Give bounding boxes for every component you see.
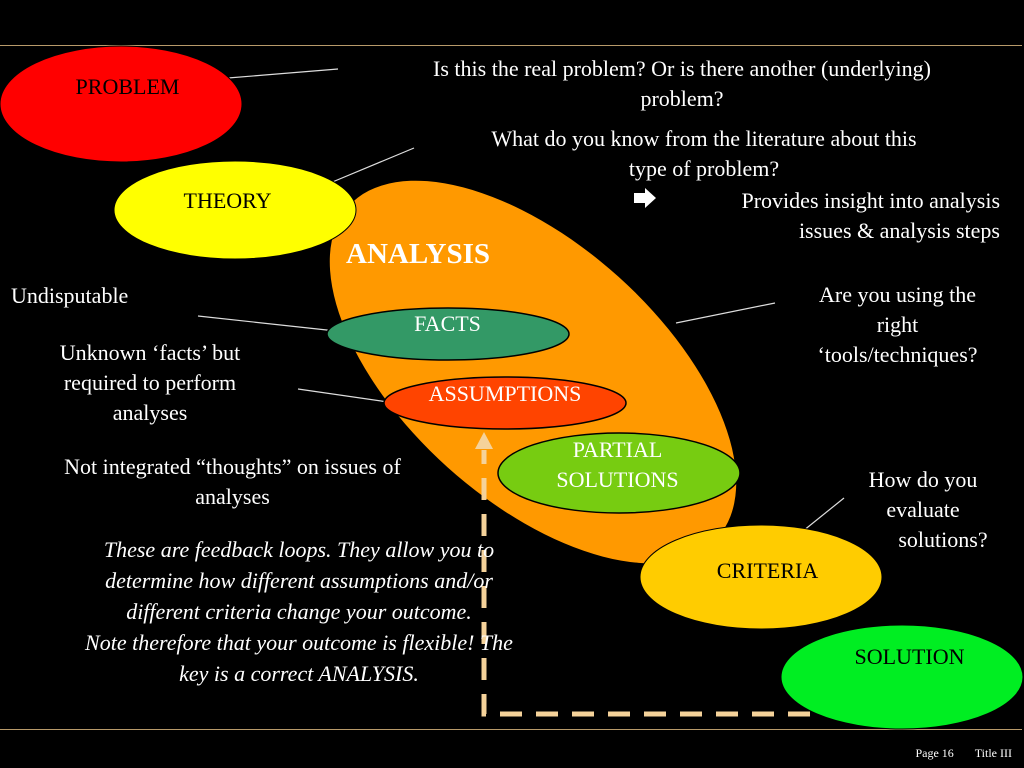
problem-ellipse (0, 45, 243, 163)
solution-ellipse (780, 624, 1024, 730)
theory-insight: Provides insight into analysis issues & … (741, 188, 1001, 243)
assumptions-ellipse (383, 376, 627, 430)
analysis-title: ANALYSIS (346, 238, 490, 270)
evaluate-annotation: How do you evaluate solutions? (868, 467, 988, 552)
assumptions-label: ASSUMPTIONS (428, 381, 582, 406)
solution-label: SOLUTION (854, 644, 965, 669)
tools-annotation: Are you using the right ‘tools/technique… (817, 282, 978, 367)
partial-solutions-label: PARTIAL SOLUTIONS (556, 437, 679, 492)
connector-tools (675, 302, 776, 324)
not-integrated-annotation: Not integrated “thoughts” on issues of a… (64, 454, 401, 509)
feedback-loop-path (481, 450, 810, 717)
criteria-ellipse (639, 524, 883, 630)
facts-ellipse (326, 307, 570, 361)
facts-label: FACTS (414, 311, 481, 336)
presentation-title: Title III (974, 746, 1012, 760)
problem-question: Is this the real problem? Or is there an… (433, 56, 931, 111)
theory-ellipse (113, 160, 357, 260)
partial-solutions-ellipse (497, 432, 741, 514)
connector-problem (227, 68, 339, 79)
theory-question: What do you know from the literature abo… (491, 126, 917, 181)
feedback-loop-arrowhead (475, 432, 493, 449)
unknown-facts-annotation: Unknown ‘facts’ but required to perform … (59, 340, 241, 425)
page-number: Page 16 (915, 746, 954, 760)
criteria-label: CRITERIA (716, 558, 819, 583)
right-arrow-icon (634, 188, 656, 208)
feedback-loop-note: These are feedback loops. They allow you… (85, 537, 513, 686)
connector-unknown-facts (297, 388, 389, 403)
slide-footer: Page 16 Title III (897, 746, 1012, 761)
theory-label: THEORY (183, 188, 272, 213)
problem-label: PROBLEM (75, 74, 180, 99)
connector-undisputable (197, 315, 337, 332)
slide-frame (0, 45, 1022, 730)
connector-theory (329, 147, 415, 184)
connector-evaluate (802, 497, 845, 532)
undisputable-annotation: Undisputable (11, 283, 129, 308)
